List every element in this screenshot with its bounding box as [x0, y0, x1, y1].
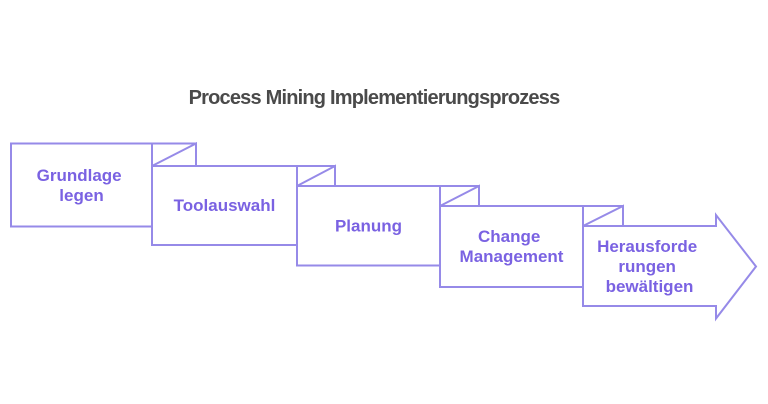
page-title: Process Mining Implementierungsprozess [189, 87, 560, 109]
step-2-fold [296, 164, 336, 187]
step-herausforderungen-bewaeltigen: Herausforde rungen bewältigen [582, 212, 758, 322]
step-1-fold [151, 141, 197, 167]
step-2-label: Toolauswahl [174, 196, 276, 215]
step-planung: Planung [296, 184, 480, 267]
step-1-label: Grundlage legen [37, 166, 127, 205]
step-3-box [296, 185, 441, 267]
step-2-box [151, 165, 298, 246]
step-4-label: Change Management [460, 227, 564, 266]
step-5-arrow-shape [582, 212, 758, 322]
step-4-fold [582, 204, 624, 227]
step-3-fold [439, 184, 480, 207]
step-3-label: Planung [335, 217, 402, 236]
step-1-box [10, 142, 153, 228]
step-5-label: Herausforde rungen bewältigen [597, 237, 702, 296]
step-grundlage-legen: Grundlage legen [10, 141, 197, 228]
step-change-management: Change Management [439, 204, 624, 288]
